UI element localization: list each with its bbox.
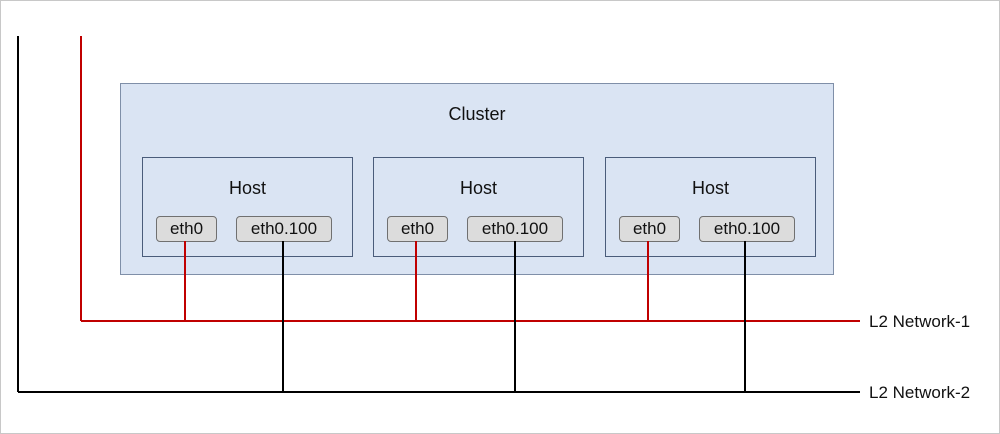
- nic-eth0-100: eth0.100: [699, 216, 795, 242]
- host-box-3: Host eth0 eth0.100: [605, 157, 816, 257]
- host-box-2: Host eth0 eth0.100: [373, 157, 584, 257]
- network-1-wires: [80, 36, 860, 322]
- host-title: Host: [459, 178, 497, 198]
- network-1-label: L2 Network-1: [869, 312, 971, 331]
- nic-eth0: eth0: [619, 216, 680, 242]
- nic-eth0: eth0: [156, 216, 217, 242]
- nic-eth0: eth0: [387, 216, 448, 242]
- cluster-box: Cluster Host eth0 eth0.100 Host eth0 eth…: [120, 83, 834, 275]
- host-box-1: Host eth0 eth0.100: [142, 157, 353, 257]
- network-2-wires: [17, 36, 860, 393]
- network-2-label: L2 Network-2: [869, 383, 971, 402]
- host-title: Host: [228, 178, 266, 198]
- cluster-title: Cluster: [448, 104, 506, 124]
- nic-eth0-100: eth0.100: [467, 216, 563, 242]
- host-title: Host: [691, 178, 729, 198]
